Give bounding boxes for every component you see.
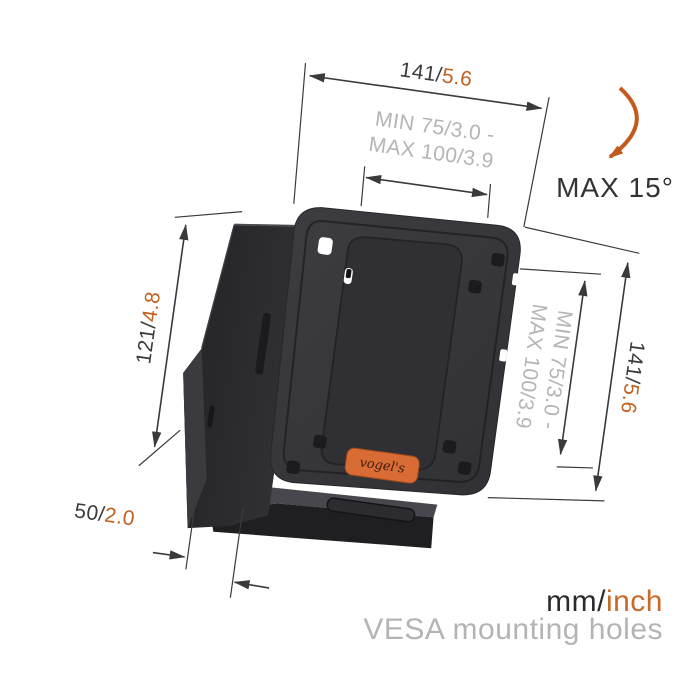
extension-line [174,211,243,218]
units-inch: inch [605,585,663,618]
keyhole-slot-pin [345,268,352,279]
vesa-hole [491,252,505,267]
units-legend: mm/inch [546,585,663,619]
vesa-hole [442,439,457,454]
wall-mount-bracket [183,207,521,549]
units-mm: mm/ [546,585,606,618]
extension-line [519,268,602,275]
depth-arrow-right [233,580,270,590]
left-height-dimension-line [152,223,189,448]
vesa-subtitle: VESA mounting holes [363,613,663,646]
rail-slot [326,497,416,523]
vesa-vertical-dimension-line [557,280,588,456]
tilt-label: MAX 15° [556,172,674,203]
extension-lines [138,62,640,598]
plate-groove [282,220,509,483]
vesa-hole [457,461,472,475]
extension-line [229,508,244,598]
extension-line [487,183,492,218]
vesa-hole [468,279,482,294]
extension-line [138,429,181,467]
extension-line [185,491,198,570]
depth-arrow-left [152,550,186,560]
plate-edge-cutout [511,273,520,286]
extension-line [487,497,605,502]
extension-line [556,466,593,469]
vesa-horizontal-dimension-line [365,175,488,198]
side-wedge-light-face [183,348,207,529]
extension-line [524,226,640,254]
wedge-left-edge-highlight [201,224,236,349]
plate-edge-cutout [499,349,508,362]
extension-line [293,62,307,204]
vesa-hole [313,434,327,449]
vesa-hole [286,460,301,475]
right-height-dimension-line [593,261,631,492]
wall-strip-slot [207,405,215,428]
tilt-arrow-curve [608,86,639,159]
extension-line [523,97,550,228]
plate-edge-notch [255,312,271,375]
vesa-hole-open [317,237,333,255]
extension-line [360,166,366,207]
top-width-dimension-line [308,73,543,111]
dimension-lines [152,73,631,590]
